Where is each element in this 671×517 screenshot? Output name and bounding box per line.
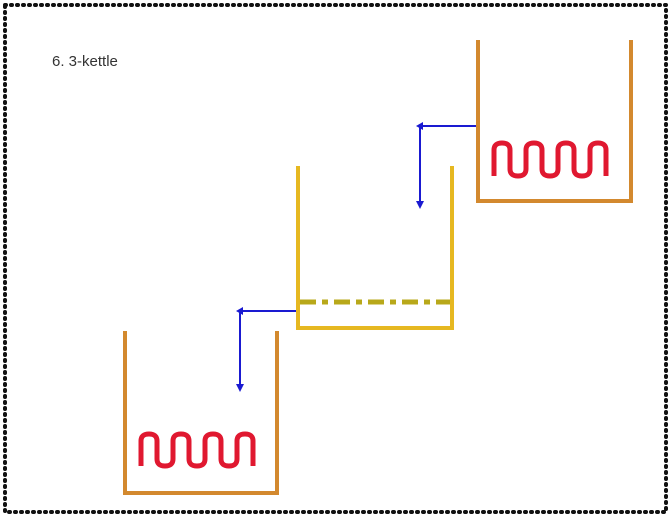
kettle-bottom-left-vessel bbox=[123, 331, 279, 495]
heating-element-icon bbox=[491, 140, 609, 179]
kettle-top-right bbox=[476, 40, 633, 203]
kettle-bottom-left bbox=[123, 331, 279, 495]
kettle-middle bbox=[296, 166, 454, 330]
kettle-middle-vessel bbox=[296, 166, 454, 330]
heating-element-icon bbox=[138, 431, 256, 469]
dotted-border bbox=[3, 3, 668, 514]
kettle-top-right-vessel bbox=[476, 40, 633, 203]
flow-arrow-icon bbox=[236, 307, 296, 392]
diagram-title: 6. 3-kettle bbox=[52, 53, 118, 70]
flow-arrow-icon bbox=[416, 122, 476, 209]
